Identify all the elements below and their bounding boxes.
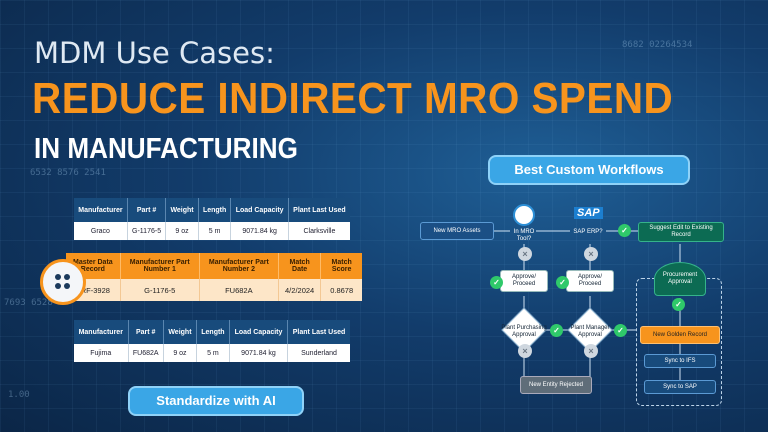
column-header: Match Score <box>320 253 362 279</box>
column-header: Manufacturer <box>74 198 128 222</box>
check-icon: ✓ <box>550 324 563 337</box>
reject-x-icon: × <box>518 344 532 358</box>
table-cell: 0.8678 <box>320 279 362 301</box>
sap-erp-label: SAP ERP? <box>573 229 603 235</box>
hero-headline: REDUCE INDIRECT MRO SPEND <box>32 74 674 123</box>
check-icon: ✓ <box>618 224 631 237</box>
reject-x-icon: × <box>518 247 532 261</box>
column-header: Manufacturer Part Number 2 <box>199 253 279 279</box>
best-custom-workflows-button[interactable]: Best Custom Workflows <box>488 155 690 185</box>
plant-manager-label: Plant Manager Approval <box>570 325 610 338</box>
table-cell: 4/2/2024 <box>278 279 322 301</box>
table-cell: 9071.84 kg <box>229 344 289 362</box>
table-cell: FU682A <box>199 279 279 301</box>
background-number: 8682 02264534 <box>622 40 693 50</box>
reject-x-icon: × <box>584 344 598 358</box>
column-header: Part # <box>128 320 164 344</box>
ai-badge <box>40 259 86 305</box>
column-header: Manufacturer <box>74 320 129 344</box>
approve-proceed-node-2[interactable]: Approve/ Proceed <box>566 270 614 292</box>
table-cell: G-1176-5 <box>120 279 200 301</box>
background-number: 1.00 <box>8 390 30 400</box>
check-icon: ✓ <box>672 298 685 311</box>
in-mro-tool-label: In MRO Tool? <box>513 229 535 242</box>
sync-to-sap-node[interactable]: Sync to SAP <box>644 380 716 394</box>
table-cell: 9071.84 kg <box>230 222 289 240</box>
reject-x-icon: × <box>584 247 598 261</box>
column-header: Weight <box>163 320 197 344</box>
master-data-table: Master Data Record Manufacturer Part Num… <box>66 253 362 301</box>
table-header-row: Manufacturer Part # Weight Length Load C… <box>74 198 350 222</box>
table-cell: Clarksville <box>288 222 350 240</box>
standardize-with-ai-button[interactable]: Standardize with AI <box>128 386 304 416</box>
background-number: 6532 8576 2541 <box>30 168 106 178</box>
table-cell: 5 m <box>196 344 230 362</box>
table-header-row: Master Data Record Manufacturer Part Num… <box>66 253 362 279</box>
column-header: Plant Last Used <box>288 198 350 222</box>
column-header: Load Capacity <box>230 198 289 222</box>
table-cell: Fujima <box>74 344 129 362</box>
background-number: 7693 6528 <box>4 298 53 308</box>
column-header: Plant Last Used <box>287 320 350 344</box>
manufacturer-table-bottom: Manufacturer Part # Weight Length Load C… <box>74 320 350 362</box>
mro-tool-icon <box>513 204 535 226</box>
ai-dots-icon <box>55 274 71 290</box>
approve-proceed-node-1[interactable]: Approve/ Proceed <box>500 270 548 292</box>
column-header: Length <box>198 198 232 222</box>
check-icon: ✓ <box>556 276 569 289</box>
suggest-edit-node[interactable]: Suggest Edit to Existing Record <box>638 222 724 242</box>
sync-to-ifs-node[interactable]: Sync to IFS <box>644 354 716 368</box>
table-cell: Sunderland <box>287 344 350 362</box>
hero-subhead: IN MANUFACTURING <box>34 133 298 165</box>
column-header: Length <box>196 320 230 344</box>
column-header: Match Date <box>278 253 322 279</box>
table-cell: 9 oz <box>163 344 197 362</box>
column-header: Manufacturer Part Number 1 <box>120 253 200 279</box>
table-header-row: Manufacturer Part # Weight Length Load C… <box>74 320 350 344</box>
check-icon: ✓ <box>490 276 503 289</box>
table-row: PRF-3928 G-1176-5 FU682A 4/2/2024 0.8678 <box>66 279 362 301</box>
plant-purchasing-label: Plant Purchasing Approval <box>501 325 547 338</box>
new-golden-record-node[interactable]: New Golden Record <box>640 326 720 344</box>
procurement-approval-node[interactable]: Procurement Approval <box>654 262 706 296</box>
check-icon: ✓ <box>614 324 627 337</box>
column-header: Weight <box>165 198 199 222</box>
manufacturer-table-top: Manufacturer Part # Weight Length Load C… <box>74 198 350 240</box>
new-mro-assets-node[interactable]: New MRO Assets <box>420 222 494 240</box>
table-cell: 5 m <box>198 222 232 240</box>
table-cell: 9 oz <box>165 222 199 240</box>
table-cell: Graco <box>74 222 128 240</box>
column-header: Part # <box>127 198 167 222</box>
table-cell: G-1176-5 <box>127 222 167 240</box>
sap-logo-icon: SAP <box>574 207 603 219</box>
table-row: Graco G-1176-5 9 oz 5 m 9071.84 kg Clark… <box>74 222 350 240</box>
column-header: Load Capacity <box>229 320 289 344</box>
table-cell: FU682A <box>128 344 164 362</box>
hero-eyebrow: MDM Use Cases: <box>34 36 275 70</box>
new-entity-rejected-node[interactable]: New Entity Rejected <box>520 376 592 394</box>
table-row: Fujima FU682A 9 oz 5 m 9071.84 kg Sunder… <box>74 344 350 362</box>
master-data-table-wrapper: Master Data Record Manufacturer Part Num… <box>66 253 362 301</box>
